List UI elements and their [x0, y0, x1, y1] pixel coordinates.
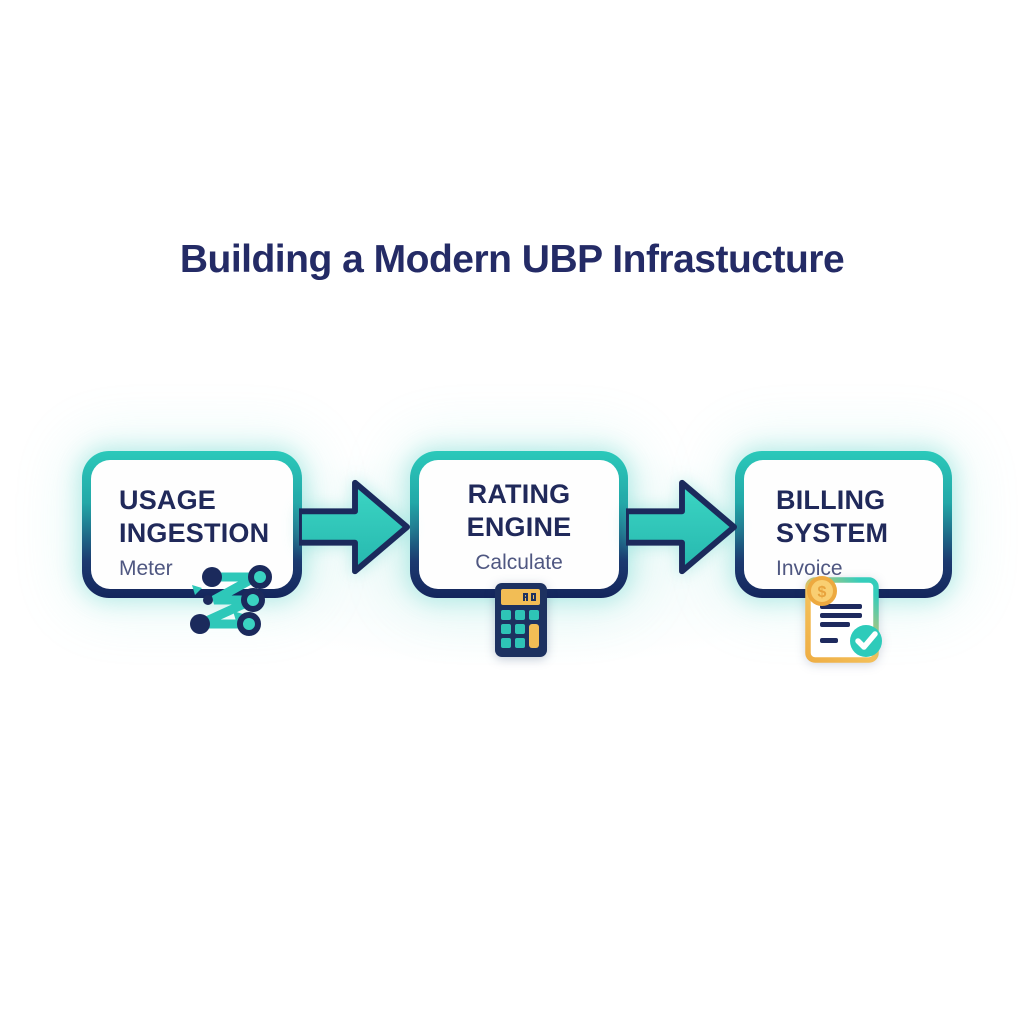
step-sublabel: Invoice	[776, 556, 843, 580]
step-box-rating-engine: RATING ENGINE Calculate	[410, 451, 628, 598]
step-heading-line2: INGESTION	[119, 517, 270, 548]
step-box-usage-ingestion: USAGE INGESTION Meter	[82, 451, 302, 598]
step-box-billing-system: BILLING SYSTEM Invoice	[735, 451, 952, 598]
arrow-right-icon	[299, 479, 411, 575]
step-heading-line2: ENGINE	[466, 511, 572, 542]
dollar-coin-icon	[807, 576, 837, 606]
step-heading: RATING ENGINE	[419, 478, 619, 544]
network-nodes-icon	[190, 565, 272, 636]
invoice-check-icon: $	[805, 576, 882, 663]
calculator-display-glyphs	[523, 593, 536, 601]
step-heading-line1: RATING	[467, 479, 571, 509]
step-heading: BILLING SYSTEM	[776, 484, 943, 550]
step-sublabel: Meter	[119, 556, 173, 580]
dollar-symbol: $	[818, 584, 827, 601]
step-heading-line1: USAGE	[119, 485, 217, 515]
step-panel: BILLING SYSTEM Invoice	[744, 460, 943, 589]
step-panel: RATING ENGINE Calculate	[419, 460, 619, 589]
step-sublabel: Calculate	[475, 550, 563, 574]
calculator-icon	[495, 583, 547, 657]
step-heading-line1: BILLING	[776, 485, 886, 515]
arrow-right-icon	[626, 479, 738, 575]
step-heading-line2: SYSTEM	[776, 517, 889, 548]
page-title: Building a Modern UBP Infrastucture	[179, 238, 845, 281]
step-heading: USAGE INGESTION	[119, 484, 293, 550]
